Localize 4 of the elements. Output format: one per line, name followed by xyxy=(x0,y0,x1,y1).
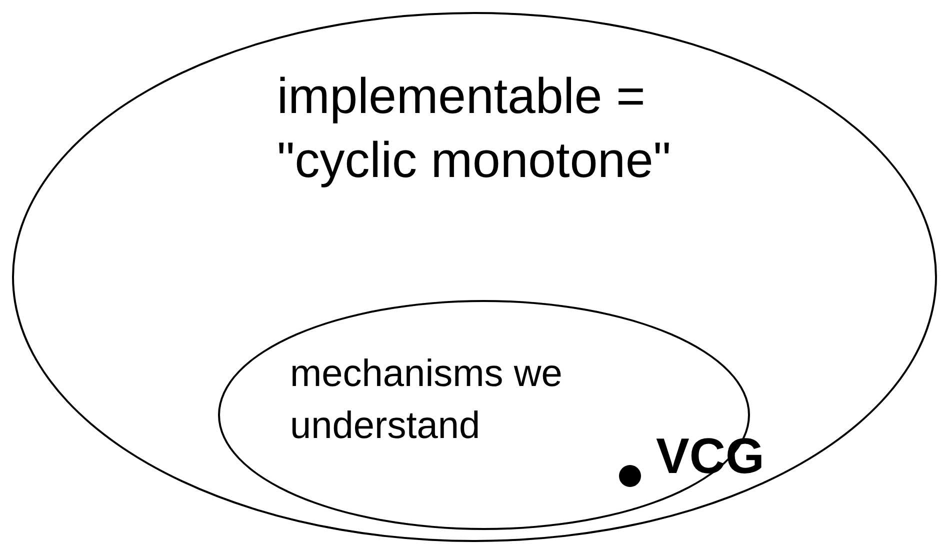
outer-set-ellipse xyxy=(12,12,937,542)
region-label: implementable = "cyclic monotone" xyxy=(277,67,672,190)
point-marker xyxy=(619,465,641,487)
region-label: mechanisms we understand xyxy=(290,352,564,449)
